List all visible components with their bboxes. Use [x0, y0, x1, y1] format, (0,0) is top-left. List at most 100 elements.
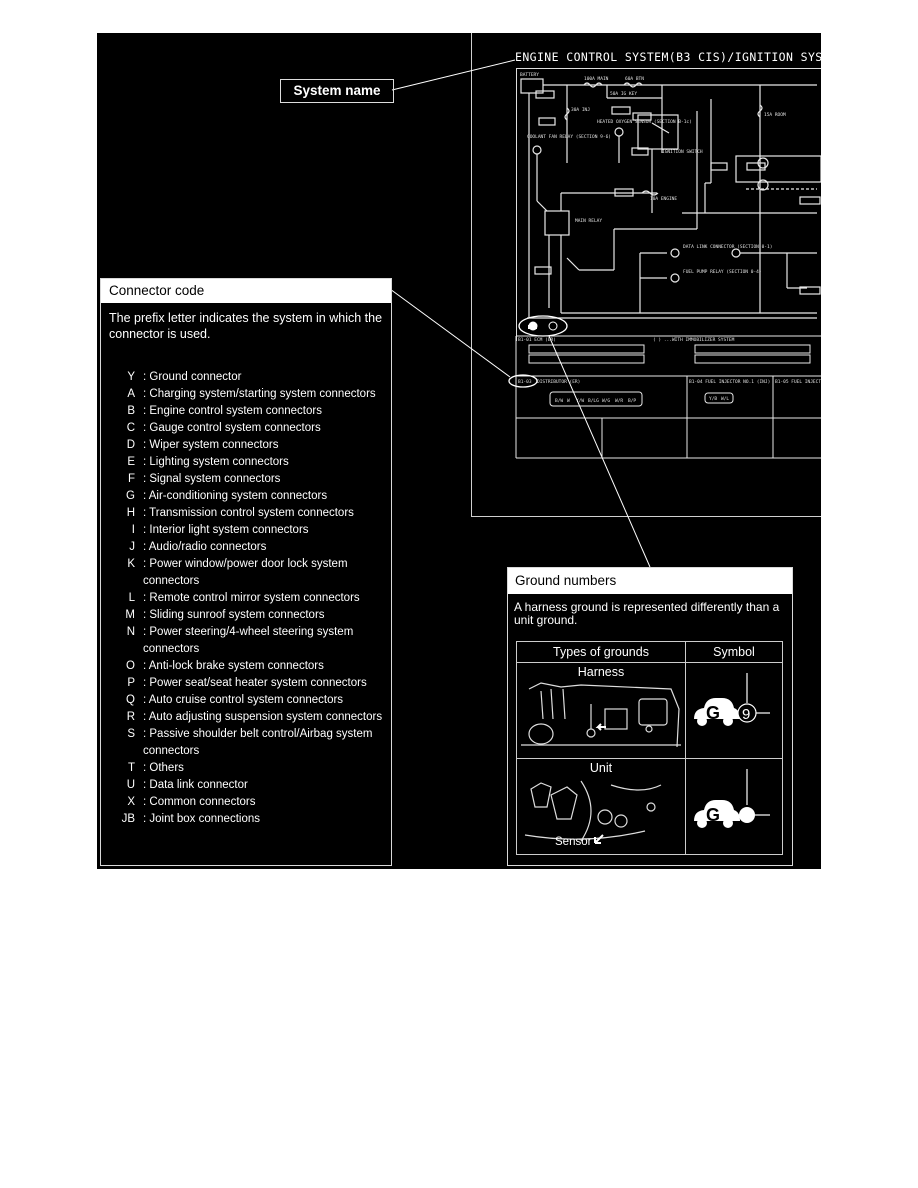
unit-image-cell: Unit Sensor — [516, 758, 686, 855]
connector-code-item: L : Remote control mirror system connecto… — [101, 590, 391, 607]
connector-code-letter: M — [125, 609, 135, 621]
harness-ground-symbol: G 9 — [694, 673, 770, 726]
svg-text:COOLANT FAN RELAY (SECTION 9-6: COOLANT FAN RELAY (SECTION 9-6) — [527, 134, 611, 140]
svg-text:B1-01 ECM (ER): B1-01 ECM (ER) — [518, 337, 556, 343]
connector-code-description: : Common connectors — [143, 796, 256, 808]
svg-text:B1-03: B1-03 — [518, 379, 532, 385]
svg-text:Y/B: Y/B — [709, 396, 717, 402]
connector-code-letter: E — [127, 456, 135, 468]
svg-text:60A BTN: 60A BTN — [625, 76, 644, 82]
connector-code-description: : Power steering/4-wheel steering system… — [143, 626, 354, 655]
connector-code-item: X : Common connectors — [101, 794, 391, 811]
connector-code-item: B: Engine control system connectors — [101, 403, 391, 420]
connector-code-item: R: Auto adjusting suspension system conn… — [101, 709, 391, 726]
connector-code-item: Y: Ground connector — [101, 369, 391, 386]
ground-numbers-callout: Ground numbers A harness ground is repre… — [507, 567, 793, 866]
connector-code-item: S: Passive shoulder belt control/Airbag … — [101, 726, 391, 760]
svg-text:IGNITION SWITCH: IGNITION SWITCH — [662, 149, 703, 155]
connector-code-item: O : Anti-lock brake system connectors — [101, 658, 391, 675]
connector-code-description: : Gauge control system connectors — [143, 422, 321, 434]
unit-ground-illustration: Sensor — [524, 780, 662, 848]
table-header-symbol: Symbol — [685, 641, 783, 663]
connector-code-item: Q : Auto cruise control system connectors — [101, 692, 391, 709]
connector-code-item: E : Lighting system connectors — [101, 454, 391, 471]
connector-code-letter: Y — [127, 371, 135, 383]
ground-types-table: Types of grounds Symbol Harness — [516, 641, 783, 855]
connector-code-description: : Charging system/starting system connec… — [143, 388, 376, 400]
connector-code-letter: C — [126, 422, 135, 434]
connector-code-item: P: Power seat/seat heater system connect… — [101, 675, 391, 692]
connector-code-letter: O — [126, 660, 135, 672]
harness-symbol-number: 9 — [742, 706, 750, 723]
connector-code-item: I : Interior light system connectors — [101, 522, 391, 539]
schematic-inner-border — [516, 68, 821, 341]
harness-label: Harness — [577, 665, 625, 679]
connector-code-item: JB: Joint box connections — [101, 811, 391, 828]
connector-code-letter: K — [127, 558, 135, 570]
table-row-unit: Unit Sensor — [516, 758, 783, 855]
connector-code-description: : Power seat/seat heater system connecto… — [143, 677, 367, 689]
connector-code-letter: JB — [121, 813, 135, 825]
svg-text:DISTRIBUTOR (ER): DISTRIBUTOR (ER) — [537, 379, 580, 385]
connector-code-item: U : Data link connector — [101, 777, 391, 794]
connector-code-description: : Sliding sunroof system connectors — [143, 609, 325, 621]
connector-code-letter: F — [127, 473, 135, 485]
svg-text:W/R: W/R — [615, 398, 623, 404]
ground-numbers-title: Ground numbers — [508, 568, 792, 594]
harness-ground-illustration — [521, 682, 681, 748]
connector-code-description: : Data link connector — [143, 779, 248, 791]
connector-code-title: Connector code — [101, 279, 391, 303]
svg-text:( ) ...WITH IMMOBILIZER SYSTEM: ( ) ...WITH IMMOBILIZER SYSTEM — [653, 337, 735, 343]
ground-numbers-leader — [548, 335, 651, 568]
connector-code-description: : Auto cruise control system connectors — [143, 694, 344, 706]
svg-text:DATA LINK CONNECTOR (SECTION 0: DATA LINK CONNECTOR (SECTION 0-1) — [683, 244, 772, 250]
svg-text:30A INJ: 30A INJ — [571, 107, 590, 113]
connector-code-letter: L — [128, 592, 135, 604]
connector-code-description: : Engine control system connectors — [143, 405, 322, 417]
harness-symbol-letter: G — [706, 703, 720, 723]
connector-code-description: : Audio/radio connectors — [143, 541, 267, 553]
sensor-label: Sensor — [555, 836, 592, 848]
svg-text:B1-04 FUEL INJECTOR NO.1 (INJ): B1-04 FUEL INJECTOR NO.1 (INJ) — [689, 379, 770, 385]
connector-code-letter: X — [127, 796, 135, 808]
battery-symbol — [520, 78, 544, 94]
harness-image-cell: Harness — [516, 662, 686, 759]
ground-highlight-ellipse — [518, 315, 568, 337]
connector-code-description: : Interior light system connectors — [143, 524, 309, 536]
svg-text:MAIN RELAY: MAIN RELAY — [575, 218, 602, 224]
connector-code-letter: H — [126, 507, 135, 519]
connector-code-description: : Lighting system connectors — [143, 456, 289, 468]
connector-code-description: : Anti-lock brake system connectors — [143, 660, 324, 672]
connector-code-letter: D — [126, 439, 135, 451]
connector-code-description: : Transmission control system connectors — [143, 507, 354, 519]
unit-ground-symbol: G — [694, 769, 770, 828]
svg-text:BATTERY: BATTERY — [520, 72, 539, 78]
svg-text:Y/W: Y/W — [576, 398, 584, 404]
wiring-diagram-legend-panel: ENGINE CONTROL SYSTEM(B3 CIS)/IGNITION S… — [97, 33, 821, 869]
connector-code-letter: U — [126, 779, 135, 791]
connector-code-item: D: Wiper system connectors — [101, 437, 391, 454]
unit-symbol-letter: G — [706, 805, 720, 825]
svg-text:W/G: W/G — [602, 398, 610, 404]
connector-code-item: M : Sliding sunroof system connectors — [101, 607, 391, 624]
connector-highlight-ellipse — [508, 374, 538, 388]
svg-text:HEATED OXYGEN SENSOR (SECTION: HEATED OXYGEN SENSOR (SECTION B-1c) — [597, 119, 692, 125]
connector-code-letter: G — [126, 490, 135, 502]
connector-code-letter: Q — [126, 694, 135, 706]
connector-code-item: T: Others — [101, 760, 391, 777]
connector-code-description: : Passive shoulder belt control/Airbag s… — [143, 728, 373, 757]
svg-text:50A IG KEY: 50A IG KEY — [610, 91, 637, 97]
connector-code-callout: Connector code The prefix letter indicat… — [100, 278, 392, 866]
connector-code-description: : Remote control mirror system connector… — [143, 592, 360, 604]
svg-text:10A ENGINE: 10A ENGINE — [650, 196, 677, 202]
connector-code-item: K: Power window/power door lock system c… — [101, 556, 391, 590]
connector-code-item: F: Signal system connectors — [101, 471, 391, 488]
connector-code-item: J: Audio/radio connectors — [101, 539, 391, 556]
connector-code-leader — [389, 288, 511, 378]
connector-code-letter: I — [131, 524, 135, 536]
svg-text:15A ROOM: 15A ROOM — [764, 112, 786, 118]
connector-code-item: G: Air-conditioning system connectors — [101, 488, 391, 505]
harness-symbol-cell: G 9 — [685, 662, 783, 759]
schematic-frame — [471, 33, 821, 517]
connector-code-item: H : Transmission control system connector… — [101, 505, 391, 522]
